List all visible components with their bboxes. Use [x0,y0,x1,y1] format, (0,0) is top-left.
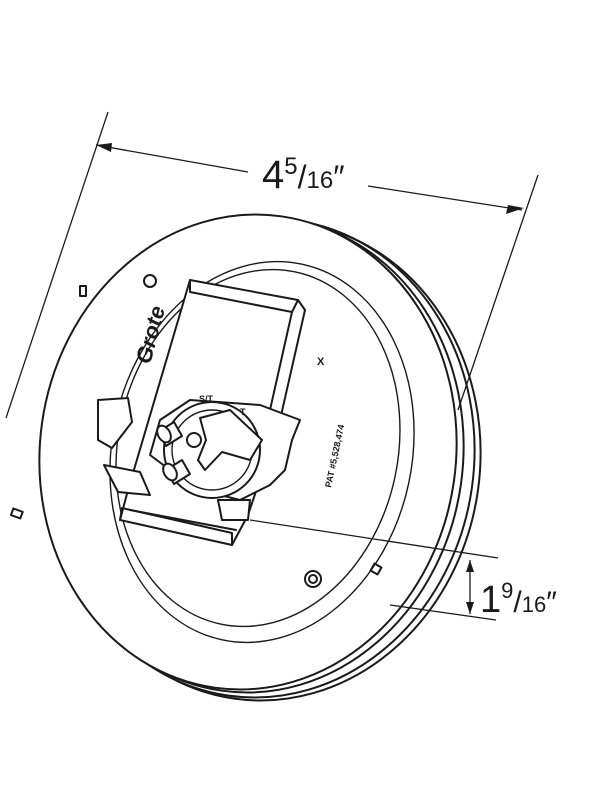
arrowhead [506,205,524,214]
extension-line [5,111,109,419]
latch-clip [103,464,151,496]
flange-tab [79,285,87,297]
connector-pin [156,421,183,447]
extension-line [249,519,499,559]
extension-line [389,604,497,621]
mount-hole [304,570,322,588]
arrowhead [466,560,474,572]
arrowhead [466,602,474,614]
diameter-dimension: 45/16″ [5,111,539,419]
connector-pin [162,459,191,485]
latch-arm-left [97,397,133,449]
dimension-line [95,144,249,173]
plug-connector [97,397,301,521]
dimension-line [367,185,523,211]
flange-tab [369,562,383,576]
extension-line [457,174,539,411]
diameter-label: 45/16″ [262,153,345,197]
terminal-label-st: S/T [199,394,214,404]
mount-hole [143,274,157,288]
flange-tab [9,507,24,520]
latch-arm-right [197,409,263,471]
latch-clip [217,499,251,521]
mark-x: X [317,356,325,368]
terminal-label-t: T [240,407,246,417]
depth-dimension: 19/16″ [249,519,557,621]
connector-pin [186,432,202,448]
depth-label: 19/16″ [480,578,557,621]
arrowhead [96,143,112,152]
